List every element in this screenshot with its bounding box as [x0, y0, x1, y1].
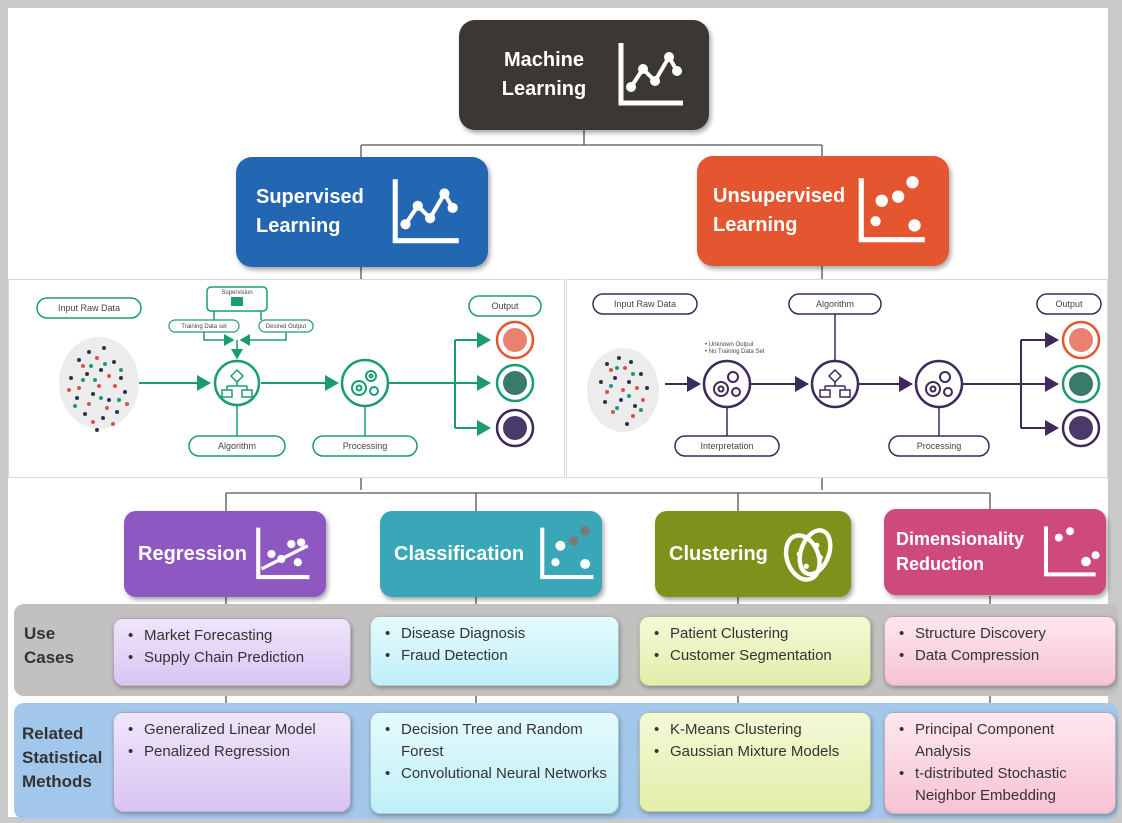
- list-item: Supply Chain Prediction: [124, 647, 340, 669]
- unsupervised-flow-panel: Input Raw Data • Unknown Output • No Tra…: [566, 279, 1108, 478]
- regression-label: Regression: [138, 542, 247, 565]
- supervised-flow-panel: Input Raw Data Supervision Training Data…: [8, 279, 565, 478]
- output-box: [1036, 293, 1102, 315]
- clustering-methods-card: K-Means Clustering Gaussian Mixture Mode…: [639, 712, 871, 812]
- scatter-plot-icon: [540, 525, 594, 580]
- interpretation-label: Interpretation: [700, 441, 753, 451]
- gears-icon: [351, 370, 379, 396]
- line-chart-icon: [392, 179, 459, 244]
- use-cases-label-line1: Use: [24, 624, 56, 643]
- scatter-plot-icon: [1044, 526, 1100, 577]
- regression-use-cases-card: Market Forecasting Supply Chain Predicti…: [113, 618, 351, 686]
- raw-data-cloud: [59, 337, 139, 432]
- classification-use-cases-card: Disease Diagnosis Fraud Detection: [370, 616, 619, 686]
- processing-box: [312, 435, 418, 457]
- algorithm-box: [188, 435, 286, 457]
- list-item: Data Compression: [895, 645, 1105, 667]
- machine-learning-line2: Learning: [501, 78, 587, 100]
- list-item: Fraud Detection: [381, 645, 608, 667]
- use-cases-row-label: Use Cases: [24, 622, 74, 670]
- machine-learning-line1: Machine: [503, 49, 585, 71]
- regression-node: Regression: [124, 511, 326, 597]
- list-item: Patient Clustering: [650, 623, 860, 645]
- algorithm-label: Algorithm: [816, 299, 854, 309]
- output-label: Output: [491, 301, 519, 311]
- output-label: Output: [1055, 299, 1083, 309]
- machine-learning-node: Machine Learning: [459, 20, 709, 130]
- processing-box: [888, 435, 990, 457]
- training-data-label: Training Data set: [181, 324, 227, 330]
- list-item: Penalized Regression: [124, 741, 340, 763]
- list-item: Market Forecasting: [124, 625, 340, 647]
- flowchart-icon: [221, 368, 253, 398]
- list-item: Structure Discovery: [895, 623, 1105, 645]
- clustering-node: Clustering: [655, 511, 851, 597]
- flowchart-icon: [819, 368, 851, 398]
- classification-node: Classification: [380, 511, 602, 597]
- list-item: K-Means Clustering: [650, 719, 860, 741]
- output-box: [468, 295, 542, 317]
- list-item: Decision Tree and Random Forest: [381, 719, 608, 763]
- dimensionality-label-line2: Reduction: [896, 554, 984, 574]
- supervisor-icon: [231, 297, 243, 306]
- regression-chart-icon: [256, 527, 310, 580]
- list-item: Customer Segmentation: [650, 645, 860, 667]
- classification-label: Classification: [394, 542, 525, 565]
- classification-methods-card: Decision Tree and Random Forest Convolut…: [370, 712, 619, 814]
- related-label-line2: Statistical: [22, 748, 103, 767]
- interpretation-box: [674, 435, 780, 457]
- supervised-line2: Learning: [256, 215, 341, 237]
- dimensionality-methods-card: Principal Component Analysis t-distribut…: [884, 712, 1116, 814]
- unknown-output-note: • Unknown Output: [705, 342, 754, 348]
- clusters-icon: [783, 528, 833, 582]
- input-raw-data-label: Input Raw Data: [58, 303, 120, 313]
- list-item: Convolutional Neural Networks: [381, 763, 608, 785]
- no-training-set-note: • No Training Data Set: [705, 349, 765, 355]
- input-raw-data-box: [592, 293, 698, 315]
- related-label-line3: Methods: [22, 772, 92, 791]
- dimensionality-label-line1: Dimensionality: [896, 529, 1025, 549]
- list-item: Gaussian Mixture Models: [650, 741, 860, 763]
- gears-icon: [713, 371, 741, 397]
- unsupervised-learning-node: Unsupervised Learning: [697, 156, 949, 266]
- scatter-plot-icon: [858, 176, 925, 243]
- gears-icon: [925, 371, 953, 397]
- dimensionality-reduction-node: Dimensionality Reduction: [884, 509, 1106, 595]
- processing-label: Processing: [343, 441, 388, 451]
- line-chart-icon: [618, 43, 683, 106]
- clustering-use-cases-card: Patient Clustering Customer Segmentation: [639, 616, 871, 686]
- supervised-line1: Supervised: [256, 186, 364, 208]
- processing-label: Processing: [917, 441, 962, 451]
- unsupervised-line1: Unsupervised: [713, 185, 846, 207]
- desired-output-label: Desired Output: [266, 324, 307, 330]
- supervision-label: Supervision: [221, 290, 252, 296]
- related-methods-row-label: Related Statistical Methods: [22, 722, 102, 794]
- list-item: Principal Component Analysis: [895, 719, 1105, 763]
- dimensionality-use-cases-card: Structure Discovery Data Compression: [884, 616, 1116, 686]
- regression-methods-card: Generalized Linear Model Penalized Regre…: [113, 712, 351, 812]
- raw-data-cloud: [587, 348, 659, 432]
- list-item: Generalized Linear Model: [124, 719, 340, 741]
- algorithm-label: Algorithm: [218, 441, 256, 451]
- unsupervised-line2: Learning: [713, 214, 798, 236]
- algorithm-box: [788, 293, 882, 315]
- input-raw-data-box: [36, 297, 142, 319]
- input-raw-data-label: Input Raw Data: [614, 299, 676, 309]
- list-item: t-distributed Stochastic Neighbor Embedd…: [895, 763, 1105, 807]
- supervised-learning-node: Supervised Learning: [236, 157, 488, 267]
- use-cases-label-line2: Cases: [24, 648, 75, 667]
- list-item: Disease Diagnosis: [381, 623, 608, 645]
- clustering-label: Clustering: [669, 542, 768, 565]
- related-label-line1: Related: [22, 724, 84, 743]
